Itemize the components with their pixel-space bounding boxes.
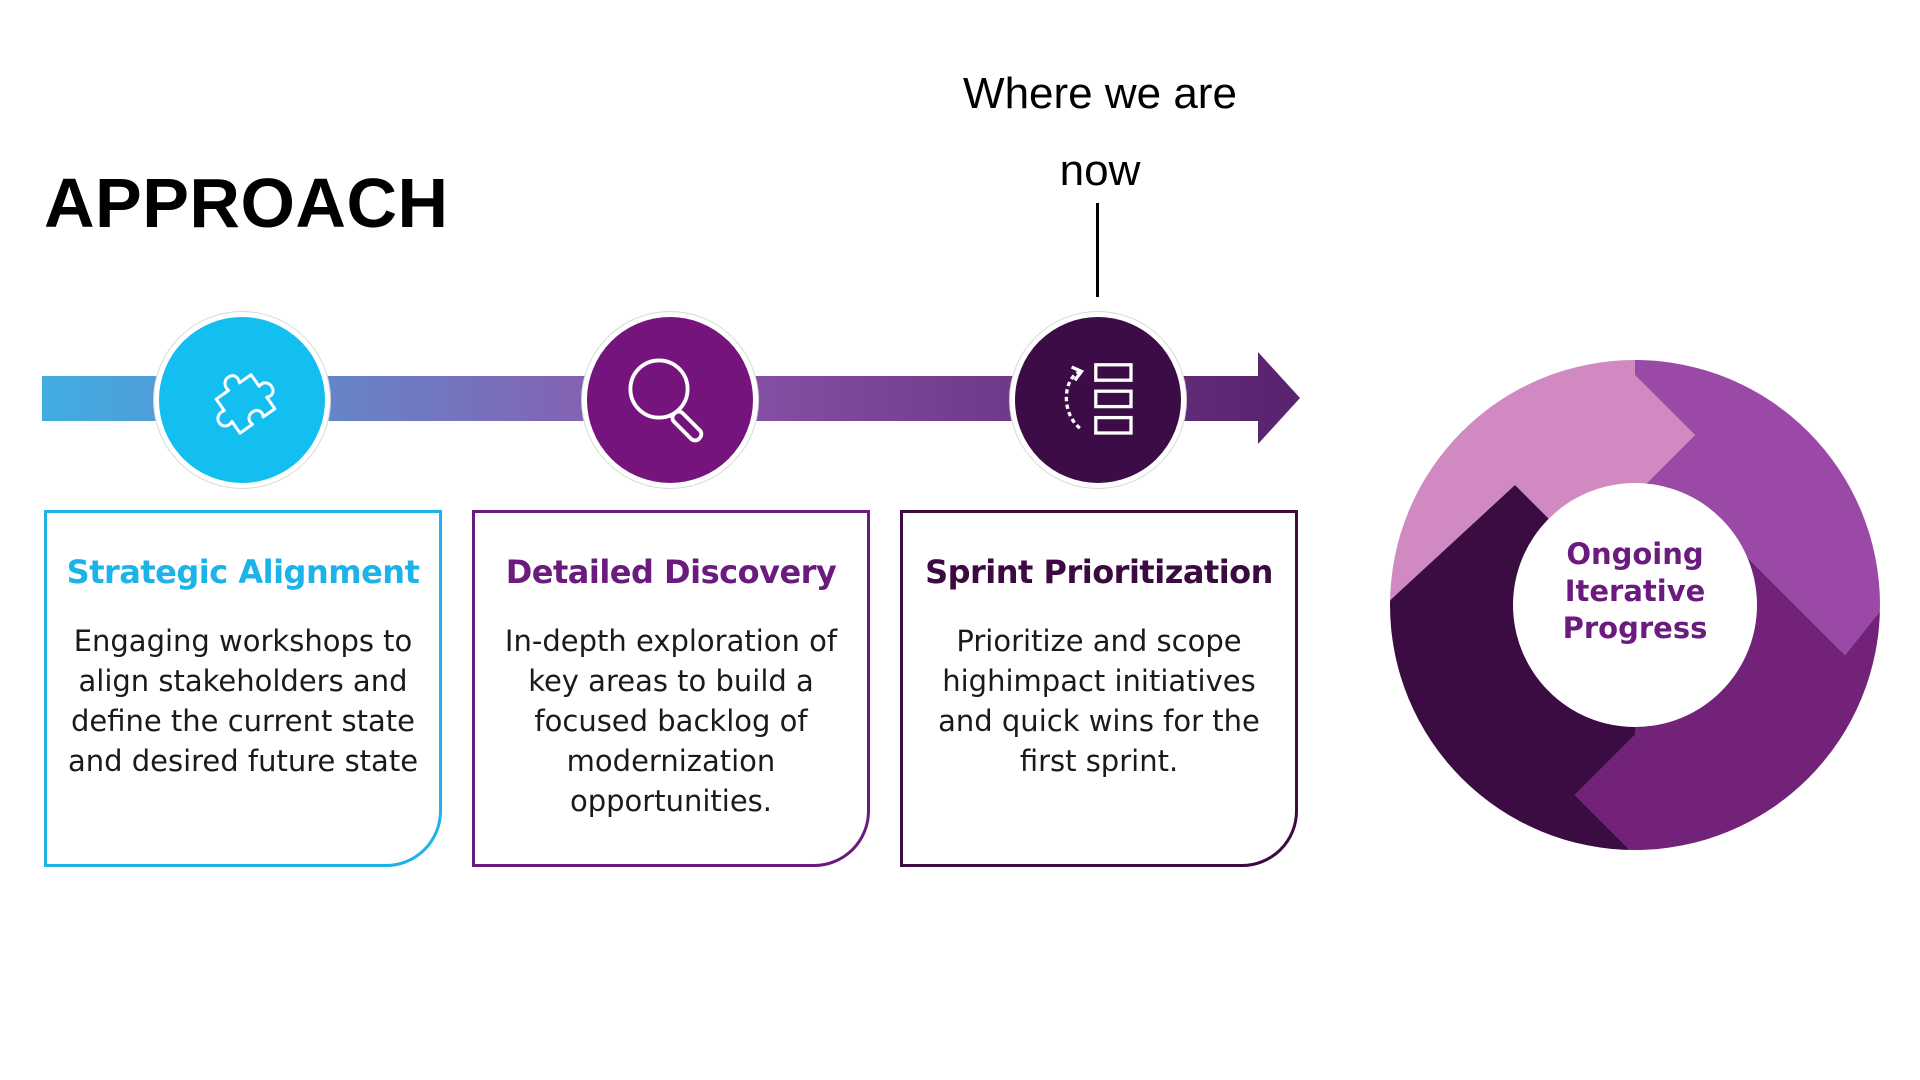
cycle-segment-bottom-left: [1385, 485, 1635, 855]
step-card-detailed-discovery: Detailed Discovery In-depth exploration …: [472, 510, 870, 867]
marker-pointer-line: [1096, 203, 1099, 297]
step-description: Prioritize and scope highimpact initiati…: [938, 624, 1260, 778]
step-description: In-depth exploration of key areas to bui…: [504, 624, 838, 818]
step-description: Engaging workshops to align stakeholders…: [67, 624, 419, 778]
cycle-segment-top-right: [1635, 355, 1885, 655]
page-title: APPROACH: [44, 164, 449, 242]
iterative-cycle-ring: [1385, 355, 1885, 855]
cycle-label: Ongoing Iterative Progress: [1562, 537, 1708, 645]
current-position-marker: Where we are now: [940, 55, 1260, 209]
cycle-segment-top-left: [1385, 355, 1695, 605]
reorder-list-icon: [1064, 363, 1133, 435]
step-circle-strategic-alignment: [154, 312, 330, 488]
step-title: Detailed Discovery: [505, 553, 837, 591]
step-card-sprint-prioritization: Sprint Prioritization Prioritize and sco…: [900, 510, 1298, 867]
step-title: Sprint Prioritization: [925, 553, 1273, 591]
magnifier-icon: [628, 358, 704, 443]
marker-line-2: now: [1059, 146, 1141, 195]
marker-line-1: Where we are: [963, 69, 1237, 118]
step-circle-sprint-prioritization: [1010, 312, 1186, 488]
step-title: Strategic Alignment: [66, 553, 420, 591]
track-arrowhead: [1258, 352, 1300, 444]
step-card-strategic-alignment: Strategic Alignment Engaging workshops t…: [44, 510, 442, 867]
cycle-segment-bottom-right: [1575, 555, 1885, 855]
step-circle-detailed-discovery: [582, 312, 758, 488]
puzzle-icon: [214, 373, 277, 435]
